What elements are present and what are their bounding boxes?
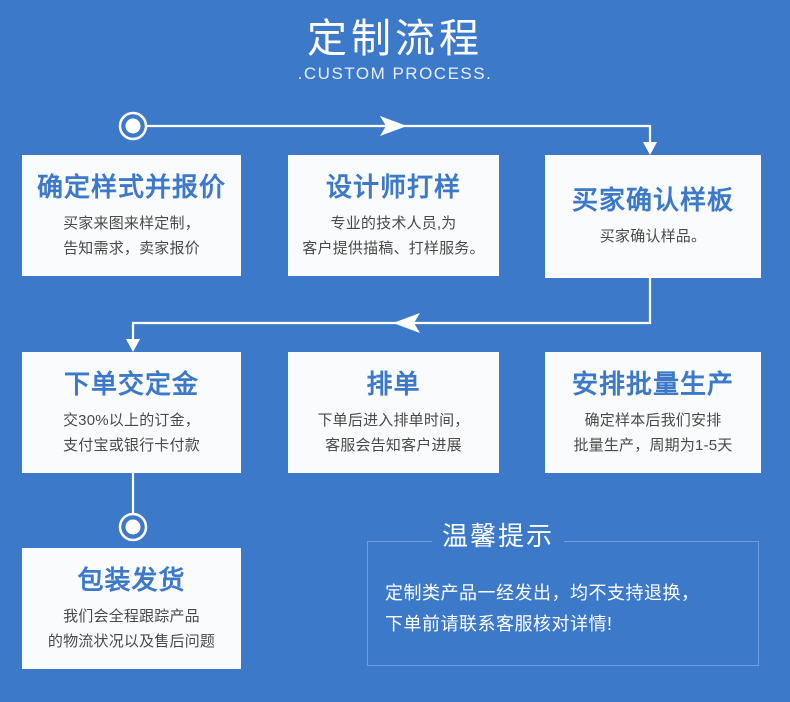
step-card-2[interactable]: 设计师打样 专业的技术人员,为客户提供描稿、打样服务。 [288,155,499,276]
step-card-body: 交30%以上的订金，支付宝或银行卡付款 [62,411,201,454]
step-card-4[interactable]: 下单交定金 交30%以上的订金，支付宝或银行卡付款 [22,352,241,473]
step-card-body: 下单后进入排单时间，客服会告知客户进展 [317,411,470,454]
page-subtitle: .CUSTOM PROCESS. [297,64,493,83]
tips-line-1: 定制类产品一经发出，均不支持退换， [385,583,700,603]
step-card-body: 专业的技术人员,为客户提供描稿、打样服务。 [302,214,485,257]
tips-line-2: 下单前请联系客服核对详情! [385,614,613,634]
step-card-title: 安排批量生产 [571,368,734,399]
arrow-head-down-card3 [643,142,657,155]
arrow-head-down-card4 [126,339,140,352]
page-title: 定制流程 [307,17,483,61]
step-card-5[interactable]: 排单 下单后进入排单时间，客服会告知客户进展 [288,352,499,473]
step-card-body: 我们会全程跟踪产品的物流状况以及售后问题 [47,607,216,650]
step-card-body: 买家确认样品。 [599,228,707,245]
arrow-head-left [393,313,420,333]
step-card-title: 包装发货 [77,564,186,595]
step-card-3[interactable]: 买家确认样板 买家确认样品。 [545,155,761,278]
tips-text: 定制类产品一经发出，均不支持退换， 下单前请联系客服核对详情! [385,578,745,640]
arrow-head-right [380,116,407,136]
step-card-6[interactable]: 安排批量生产 确定样本后我们安排批量生产，周期为1-5天 [545,352,761,473]
step-card-title: 设计师打样 [325,171,461,202]
step-card-7[interactable]: 包装发货 我们会全程跟踪产品的物流状况以及售后问题 [22,548,241,669]
step-card-body: 确定样本后我们安排批量生产，周期为1-5天 [573,411,733,454]
step-card-title: 排单 [366,368,421,399]
step-card-1[interactable]: 确定样式并报价 买家来图来样定制，告知需求，卖家报价 [22,155,241,276]
step-card-title: 下单交定金 [63,368,199,399]
tips-heading: 温馨提示 [432,519,565,553]
end-node-icon [118,512,148,542]
start-node-icon [118,111,148,141]
step-card-title: 买家确认样板 [571,185,734,215]
step-card-body: 买家来图来样定制，告知需求，卖家报价 [63,214,200,257]
step-card-title: 确定样式并报价 [36,171,226,202]
